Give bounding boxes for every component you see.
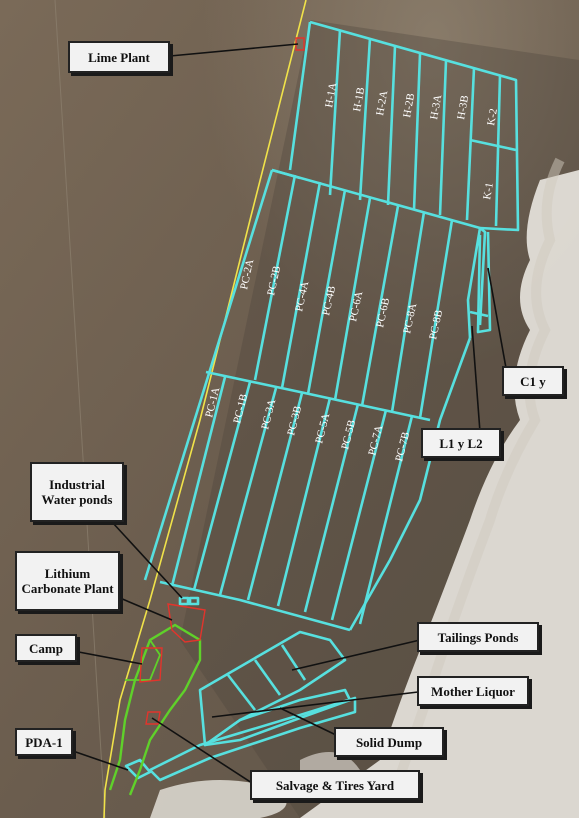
pc-divider-n7 (418, 219, 454, 419)
solid-dump-pond (148, 696, 357, 782)
pc-divider-s6 (303, 403, 360, 613)
mother-liquor-pond (203, 688, 352, 747)
callout-salvage: Salvage & Tires Yard (250, 770, 420, 800)
leader-camp (67, 649, 143, 665)
pond-label-k1: K-1 (481, 182, 496, 201)
facility-outlines (139, 37, 305, 725)
callout-pda: PDA-1 (15, 728, 73, 756)
pc-divider-n3 (306, 189, 347, 395)
pc-west-edge (143, 169, 274, 581)
callout-solid-dump: Solid Dump (334, 727, 444, 757)
industrial-water-pond-2 (188, 596, 200, 606)
h-block-west-edge (288, 21, 312, 171)
leader-lime-plant (169, 43, 299, 57)
industrial-water-pond-1 (178, 596, 190, 606)
camp-outline (139, 647, 163, 683)
callout-c1: C1 y (502, 366, 564, 396)
leader-tailings (291, 639, 421, 671)
tailings-divider-3 (280, 644, 307, 681)
k-divider (469, 138, 517, 152)
lime-plant-outline (295, 37, 305, 51)
h-divider-3 (386, 45, 397, 206)
h-divider-5 (438, 60, 448, 216)
pc-divider-s3 (218, 387, 278, 596)
h-block-outline (309, 20, 520, 339)
h-divider-1 (328, 29, 342, 196)
callout-industrial-water: Industrial Water ponds (30, 462, 124, 522)
pc-divider-n1 (253, 174, 297, 381)
pc-divider-n4 (333, 197, 372, 401)
pc-divider-s7 (330, 409, 388, 621)
pond-label-h2b: H-2B (401, 92, 417, 118)
pc-block-outline (271, 168, 481, 230)
callout-l1l2: L1 y L2 (421, 428, 501, 458)
leader-solid-dump (279, 707, 337, 736)
pc-divider-n5 (360, 205, 400, 407)
callout-lime-plant: Lime Plant (68, 41, 170, 73)
pc-divider-s5 (276, 397, 332, 607)
pc-divider-s2 (192, 381, 252, 591)
pc-east-edge (348, 337, 472, 631)
property-boundary (103, 0, 307, 818)
h-divider-6 (465, 67, 476, 221)
leader-mother-liquor (211, 691, 419, 718)
salar-edge (390, 157, 565, 792)
leader-pda (69, 749, 129, 771)
leader-industrial-water (111, 521, 183, 599)
h-divider-4 (412, 53, 422, 211)
leader-lines (67, 43, 507, 786)
leader-l1l2 (471, 325, 481, 433)
callout-camp: Camp (15, 634, 77, 662)
callout-mother-liquor: Mother Liquor (417, 676, 529, 706)
callout-tailings: Tailings Ponds (417, 622, 539, 652)
c1-pond (476, 231, 492, 334)
pc-upper-cross (271, 168, 301, 180)
pond-label-h3a: H-3A (428, 94, 444, 121)
leader-c1 (487, 267, 507, 369)
leader-salvage (151, 717, 256, 786)
pc-divider-n2 (280, 181, 322, 389)
pc-divider-s8 (358, 415, 414, 625)
track-line (54, 0, 106, 818)
pond-label-h3b: H-3B (455, 94, 471, 120)
tailings-divider-1 (226, 674, 257, 711)
pc-divider-n6 (390, 211, 426, 413)
h-divider-2 (358, 37, 372, 201)
h-divider-7 (494, 74, 502, 227)
pond-label-k2: K-2 (485, 108, 500, 127)
tailings-divider-2 (253, 659, 282, 696)
salvage-outline (145, 711, 161, 725)
pond-label-h1b: H-1B (351, 86, 367, 112)
pc-south-edge (159, 580, 351, 632)
k-divider-2 (478, 226, 487, 326)
salar-crust (300, 170, 579, 818)
evaporation-ponds (124, 20, 520, 782)
pc-divider-s4 (246, 392, 304, 601)
pond-labels: H-1A H-1B H-2A H-2B H-3A H-3B K-2 K-1 PC… (203, 82, 500, 463)
pond-label-h1a: H-1A (323, 82, 339, 109)
pc-divider-s1 (170, 376, 227, 587)
pda-pond (124, 758, 152, 780)
callout-lithium-carbonate: Lithium Carbonate Plant (15, 551, 120, 611)
leader-lithium-carbonate (119, 597, 173, 621)
pond-label-h2a: H-2A (374, 90, 390, 117)
lithium-plant-outline (167, 603, 206, 643)
l-pond (469, 310, 489, 318)
